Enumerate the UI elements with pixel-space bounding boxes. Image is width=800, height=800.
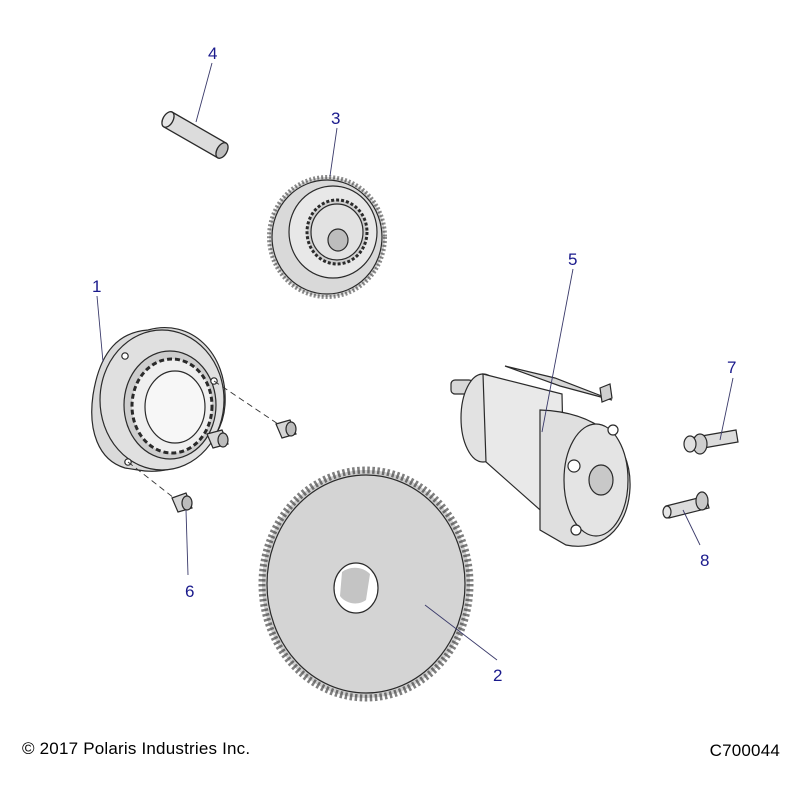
part-3-idler-gear	[267, 175, 387, 299]
callout-8: 8	[700, 551, 709, 570]
callout-2: 2	[493, 666, 502, 685]
callout-3: 3	[331, 109, 340, 128]
bolt-axis-lines	[127, 380, 279, 499]
copyright-notice: © 2017 Polaris Industries Inc.	[22, 739, 251, 758]
part-7-flange-bolt	[683, 429, 739, 455]
callout-6: 6	[185, 582, 194, 601]
part-8-bolt	[662, 491, 710, 519]
part-1-starter-clutch	[91, 327, 226, 472]
callout-1: 1	[92, 277, 101, 296]
part-5-starter-motor	[450, 365, 631, 547]
callout-4: 4	[208, 44, 217, 63]
leader-lines	[96, 62, 734, 661]
callout-7: 7	[727, 358, 736, 377]
part-4-dowel-pin	[161, 111, 229, 159]
diagram-id: C700044	[709, 741, 780, 760]
part-2-driven-gear	[258, 466, 474, 702]
callout-5: 5	[568, 250, 577, 269]
part-6-bolts	[171, 419, 297, 513]
